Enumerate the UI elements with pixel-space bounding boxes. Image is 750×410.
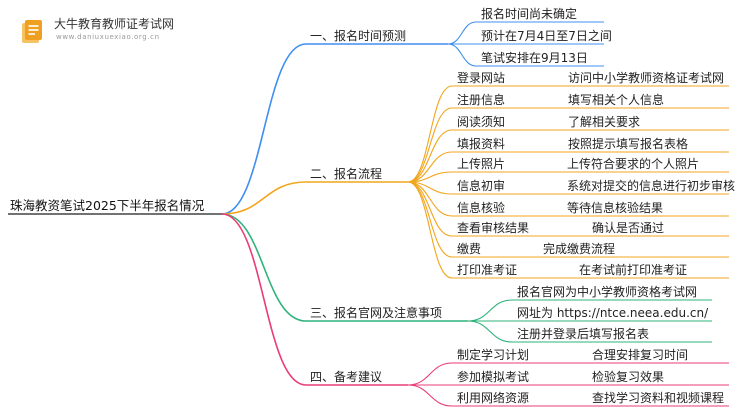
process-step-label: 信息初审	[457, 179, 506, 193]
site-item-name: 报名官网为中小学教师资格考试网	[517, 285, 698, 299]
leaf-connector	[407, 181, 453, 217]
leaf-connector	[467, 299, 513, 322]
process-step-detail: 按照提示填写报名表格	[568, 137, 689, 151]
branch-registration-time: 一、报名时间预测	[310, 29, 407, 43]
process-step-detail: 访问中小学教师资格证考试网	[568, 71, 725, 85]
advice-item-detail: 合理安排复习时间	[592, 348, 689, 362]
leaf-connector	[407, 85, 453, 183]
process-step-label: 信息核验	[457, 201, 506, 215]
leaf-connector	[407, 107, 453, 183]
branch-connector	[221, 213, 307, 322]
process-step-label: 阅读须知	[457, 115, 506, 129]
branch-connector	[221, 181, 307, 215]
process-step-detail: 完成缴费流程	[543, 242, 616, 256]
leaf-connector	[407, 181, 453, 279]
brand-logo-icon	[22, 20, 42, 43]
process-step-detail: 上传符合要求的个人照片	[567, 157, 700, 171]
process-step-detail: 在考试前打印准考证	[579, 263, 688, 277]
leaf-connector	[407, 129, 453, 183]
leaf-connector	[407, 384, 453, 407]
branch-official-site: 三、报名官网及注意事项	[310, 306, 443, 320]
advice-item-detail: 检验复习效果	[592, 370, 665, 384]
branch-study-advice: 四、备考建议	[310, 370, 383, 384]
process-step-label: 上传照片	[457, 157, 506, 171]
process-step-detail: 系统对提交的信息进行初步审核	[567, 179, 736, 193]
process-step-detail: 确认是否通过	[592, 221, 665, 235]
process-step-label: 登录网站	[457, 71, 506, 85]
advice-item-detail: 查找学习资料和视频课程	[592, 391, 725, 405]
brand-url: www.daniuxuexiao.org.cn	[56, 33, 160, 41]
brand-name: 大牛教育教师证考试网	[54, 17, 175, 31]
leaf-connector	[447, 21, 477, 45]
time-item-expected: 预计在7月4日至7日之间	[481, 29, 612, 43]
process-step-label: 缴费	[457, 242, 482, 256]
leaf-connector	[467, 320, 513, 343]
process-step-detail: 填写相关个人信息	[568, 93, 665, 107]
leaf-connector	[447, 43, 477, 67]
root-topic: 珠海教资笔试2025下半年报名情况	[10, 198, 205, 213]
branch-connector	[221, 213, 307, 386]
branch-connector	[221, 43, 307, 215]
leaf-connector	[407, 362, 453, 386]
advice-item-label: 参加模拟考试	[457, 370, 530, 384]
site-item-register: 注册并登录后填写报名表	[517, 327, 650, 341]
process-step-detail: 了解相关要求	[568, 115, 641, 129]
branch-registration-process: 二、报名流程	[310, 167, 383, 181]
site-item-url: 网址为 https://ntce.neea.edu.cn/	[517, 306, 709, 320]
process-step-label: 打印准考证	[457, 263, 518, 277]
process-step-label: 查看审核结果	[457, 221, 530, 235]
advice-item-label: 制定学习计划	[457, 348, 530, 362]
time-item-undetermined: 报名时间尚未确定	[481, 7, 578, 21]
time-item-exam-date: 笔试安排在9月13日	[481, 51, 588, 65]
process-step-label: 注册信息	[457, 93, 506, 107]
advice-item-label: 利用网络资源	[457, 391, 530, 405]
process-step-detail: 等待信息核验结果	[567, 201, 664, 215]
process-step-label: 填报资料	[457, 137, 506, 151]
